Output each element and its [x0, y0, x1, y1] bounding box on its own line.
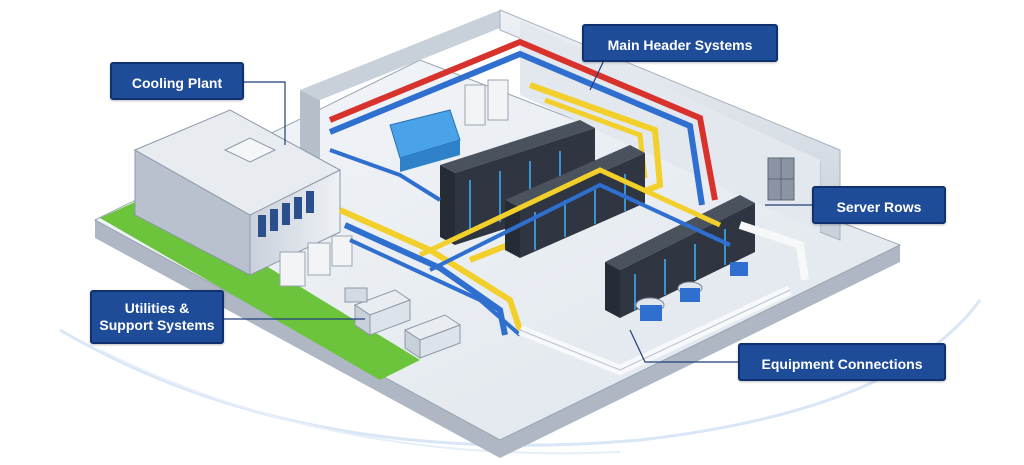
blue-chiller-units: [389, 109, 461, 172]
server-racks-row-3: [605, 195, 755, 318]
label-main-header-systems-text: Main Header Systems: [607, 37, 753, 53]
leader-equipment: [629, 329, 748, 363]
white-cooling-units: [279, 79, 509, 287]
label-cooling-plant-text: Cooling Plant: [131, 75, 223, 91]
pipe-loop-yellow-2: [418, 167, 722, 258]
cooling-building-roof: [133, 109, 342, 216]
label-main-header-systems: Main Header Systems: [582, 24, 778, 62]
building-windows: [258, 191, 314, 237]
pump-equipment: [635, 262, 748, 321]
roof-unit: [223, 137, 277, 163]
header-pipe-red: [328, 38, 718, 201]
utility-boxes: [353, 289, 462, 359]
pipe-loop-blue-3: [429, 182, 731, 272]
leader-cooling-plant: [243, 81, 286, 145]
label-equipment-connections: Equipment Connections: [738, 343, 946, 381]
white-pipe-run-outline: [519, 289, 791, 371]
label-server-rows-text: Server Rows: [836, 199, 922, 215]
label-utilities-support: Utilities & Support Systems: [90, 290, 224, 344]
server-racks-row-1: [440, 120, 595, 245]
leader-lines: [222, 57, 812, 363]
white-pipe-run-2: [738, 221, 809, 281]
label-server-rows: Server Rows: [812, 186, 946, 224]
floor-shadow-swoosh-2: [99, 349, 621, 455]
pipe-loop-blue-4: [329, 148, 442, 202]
label-utilities-line2: Support Systems: [99, 317, 215, 333]
pipe-loop-yellow: [338, 207, 523, 331]
small-utility-box: [344, 287, 368, 303]
leader-main-header: [589, 57, 606, 91]
back-wall-left-face: [300, 90, 320, 160]
label-equipment-connections-text: Equipment Connections: [761, 356, 923, 372]
pipe-loop-blue-2: [349, 238, 522, 337]
label-utilities-line1: Utilities &: [124, 300, 190, 316]
back-wall-left: [300, 10, 520, 100]
label-cooling-plant: Cooling Plant: [110, 62, 244, 100]
header-pipe-blue-back: [328, 50, 705, 206]
grass-strip: [100, 195, 420, 380]
pipe-loop-blue: [343, 222, 508, 336]
base-slab-side: [95, 220, 900, 458]
